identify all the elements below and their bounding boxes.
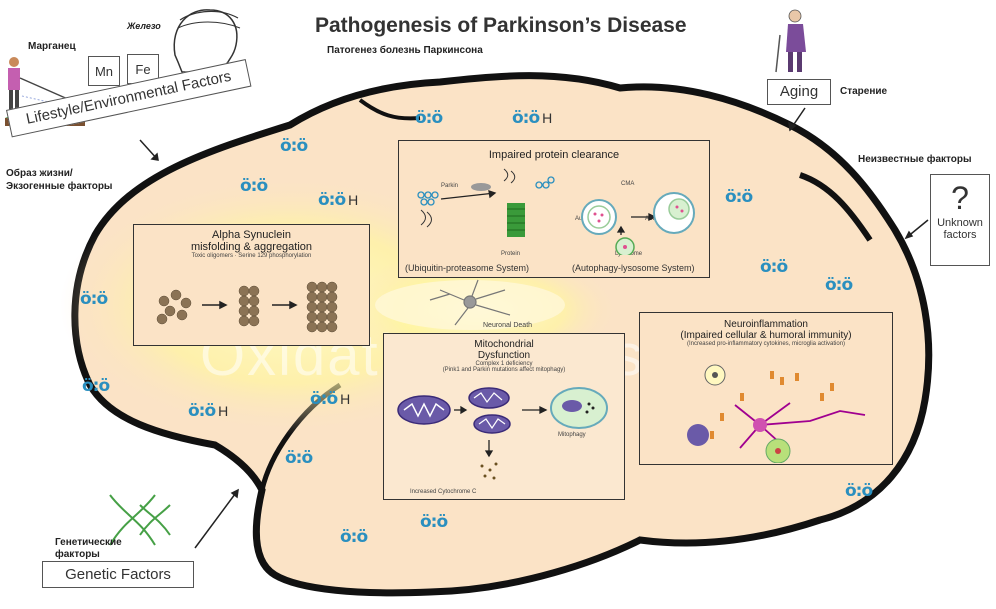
mitophagy-label: Mitophagy [558,432,586,438]
ros-molecule-icon: ö:ö [420,512,447,532]
ros-molecule-icon: ö:ö [285,448,312,468]
ros-molecule-icon: ö:ö [318,190,345,210]
ups-label: (Ubiquitin-proteasome System) [405,263,529,273]
lifestyle-label-ru-1: Образ жизни/ [6,168,73,179]
cytochrome-label: Increased Cytochrome C [410,489,476,495]
alpha-synuclein-title-2: misfolding & aggregation [134,241,369,253]
arrow-icon [202,302,296,308]
als-label: (Autophagy-lysosome System) [572,263,695,273]
hydrogen-symbol: H [340,391,350,407]
aging-label-ru: Старение [840,86,887,97]
mitochondria-illustration [384,382,626,492]
neuroinflammation-box: Neuroinflammation (Impaired cellular & h… [639,312,893,465]
neuroinflammation-title-1: Neuroinflammation [640,319,892,330]
protein-clearance-illustration [399,165,711,255]
mitochondrion-icon [398,396,450,424]
ros-molecule-icon: ö:ö [512,108,539,128]
mitochondrial-title-1: Mitochondrial [384,339,624,350]
hydrogen-symbol: H [542,110,552,126]
lifestyle-label-ru-2: Экзогенные факторы [6,181,112,192]
ros-molecule-icon: ö:ö [188,401,215,421]
diagram-subtitle-ru: Патогенез болезнь Паркинсона [327,45,483,56]
neuronal-death-label: Neuronal Death [483,322,532,329]
hydrogen-symbol: H [348,192,358,208]
question-mark-icon: ? [931,179,989,217]
manganese-label-ru: Марганец [28,41,76,52]
ros-molecule-icon: ö:ö [310,389,337,409]
protein-clearance-title: Impaired protein clearance [399,149,709,161]
alpha-synuclein-title-1: Alpha Synuclein [134,229,369,241]
immune-cells-illustration [640,353,894,463]
ros-molecule-icon: ö:ö [240,176,267,196]
mitochondrial-note-2: (Pink1 and Parkin mutations affect mitop… [384,367,624,373]
mitochondrial-title-2: Dysfunction [384,350,624,361]
alpha-synuclein-note: Toxic oligomers · Serine 129 phosphoryla… [134,253,369,259]
neuroinflammation-note: (Increased pro-inflammatory cytokines, m… [640,341,892,347]
alpha-synuclein-box: Alpha Synuclein misfolding & aggregation… [133,224,370,346]
ros-molecule-icon: ö:ö [340,527,367,547]
unknown-label-1: Unknown [931,217,989,229]
hydrogen-symbol: H [218,403,228,419]
unknown-label-2: factors [931,229,989,241]
elderly-person-figure [776,10,806,72]
neuroinflammation-title-2: (Impaired cellular & humoral immunity) [640,330,892,341]
ros-molecule-icon: ö:ö [415,108,442,128]
ros-molecule-icon: ö:ö [760,257,787,277]
mn-element-box: Mn [88,56,120,86]
arrow-icon [441,191,655,235]
ros-molecule-icon: ö:ö [725,187,752,207]
unknown-label-ru: Неизвестные факторы [858,154,972,165]
aggregation-illustration [134,273,368,343]
unknown-factors-box: ? Unknown factors [930,174,990,266]
genetic-factors-label: Genetic Factors [42,561,194,588]
ros-molecule-icon: ö:ö [280,136,307,156]
protein-clearance-box: Impaired protein clearance Parkin Protei… [398,140,710,278]
genetic-label-ru-2: факторы [55,549,100,560]
ros-molecule-icon: ö:ö [825,275,852,295]
mitochondrial-box: Mitochondrial Dysfunction Complex 1 defi… [383,333,625,500]
diagram-title: Pathogenesis of Parkinson’s Disease [315,14,687,38]
ros-molecule-icon: ö:ö [845,481,872,501]
iron-label-ru: Железо [127,21,161,31]
aging-label: Aging [767,79,831,105]
genetic-label-ru-1: Генетические [55,537,122,548]
ros-molecule-icon: ö:ö [82,376,109,396]
ros-molecule-icon: ö:ö [80,289,107,309]
mitochondrion-icon [469,388,510,433]
